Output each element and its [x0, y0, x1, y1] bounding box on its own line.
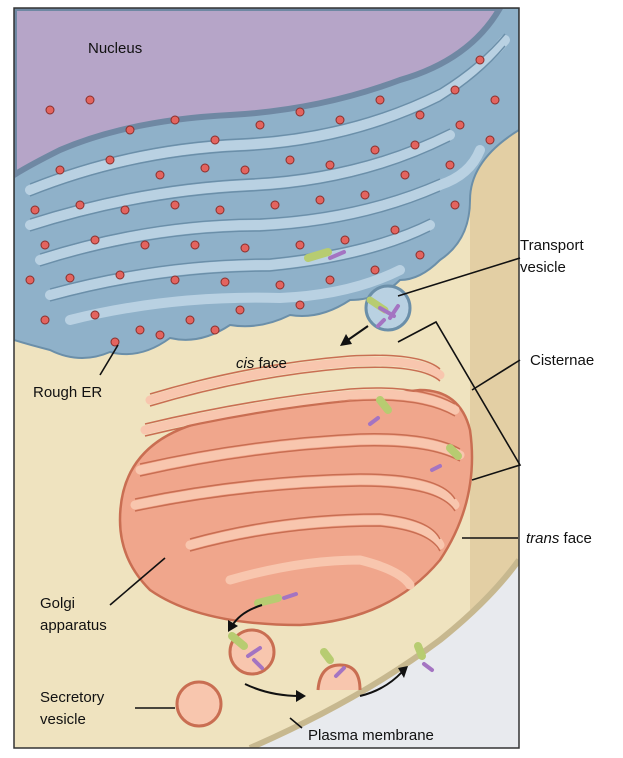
label-trans-face: trans face — [526, 530, 592, 547]
er-protein-complex — [304, 248, 346, 262]
arrow-heads — [228, 334, 408, 702]
label-secretory-line1: Secretory — [40, 689, 105, 706]
plasma-membrane — [248, 558, 519, 748]
label-trans-italic: trans — [526, 530, 560, 547]
label-nucleus: Nucleus — [88, 40, 142, 57]
label-cis-face: cis face — [236, 355, 287, 372]
golgi-protein-3 — [254, 592, 298, 607]
golgi-protein-1 — [368, 396, 392, 426]
flow-arrows — [231, 325, 403, 697]
label-transport-vesicle-line1: Transport — [520, 237, 584, 254]
label-cisternae: Cisternae — [530, 352, 594, 369]
rough-er-lumen — [25, 35, 510, 325]
cytoplasm-right-band — [470, 8, 519, 640]
fusing-vesicle — [316, 648, 362, 691]
label-trans-rest: face — [564, 530, 592, 547]
budding-vesicle — [228, 628, 276, 676]
extracellular-space — [250, 560, 519, 748]
secretory-vesicle — [175, 680, 223, 728]
label-plasma-membrane: Plasma membrane — [308, 727, 434, 744]
golgi-apparatus — [118, 354, 474, 627]
cell-frame — [13, 7, 520, 749]
label-cis-italic: cis — [236, 355, 255, 372]
released-protein — [414, 642, 434, 672]
label-secretory-line2: vesicle — [40, 711, 86, 728]
nucleus — [14, 8, 504, 179]
ribosomes — [25, 55, 500, 347]
golgi-protein-2 — [430, 444, 462, 472]
label-cis-rest: face — [259, 355, 287, 372]
label-golgi-line1: Golgi — [40, 595, 75, 612]
leader-lines — [99, 257, 522, 729]
transport-vesicle — [364, 284, 412, 332]
label-golgi-line2: apparatus — [40, 617, 107, 634]
label-transport-vesicle-line2: vesicle — [520, 259, 566, 276]
rough-er-lumen-outline — [29, 33, 506, 302]
label-rough-er: Rough ER — [33, 384, 102, 401]
